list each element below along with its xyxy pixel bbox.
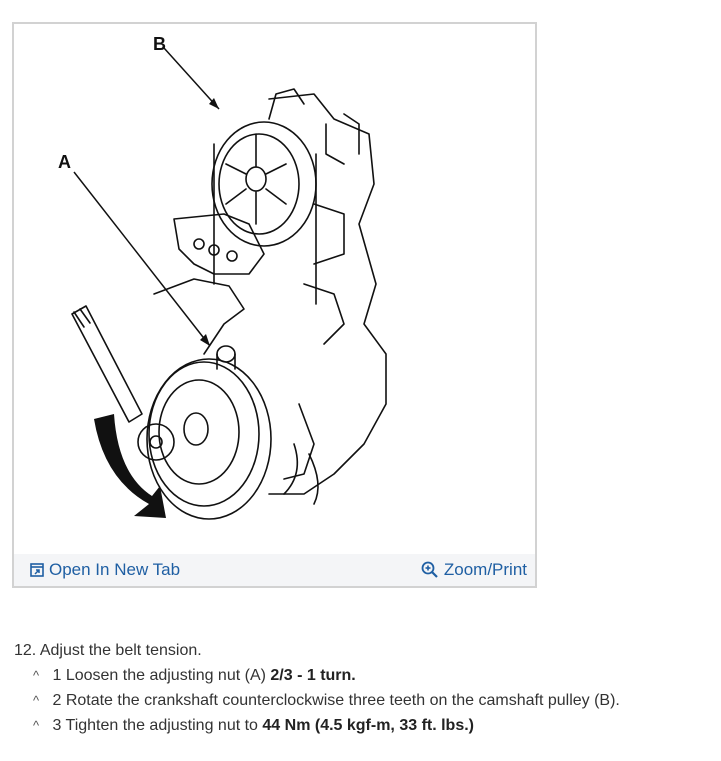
substep: ^ 1 Loosen the adjusting nut (A) 2/3 - 1… (14, 663, 714, 688)
substep-text: Tighten the adjusting nut to (65, 717, 263, 734)
substep-text: Loosen the adjusting nut (A) (65, 667, 271, 684)
step-title-row: 12. Adjust the belt tension. (14, 639, 714, 663)
step-title: Adjust the belt tension. (39, 642, 202, 659)
zoom-in-icon (421, 561, 439, 579)
instructions: 12. Adjust the belt tension. ^ 1 Loosen … (14, 639, 714, 738)
figure-actions-bar: Open In New Tab Zoom/Print (14, 554, 535, 586)
open-new-tab-icon (30, 563, 44, 577)
substep-number: 2 (52, 692, 62, 709)
substep-spec: 2/3 - 1 turn. (270, 667, 356, 684)
zoom-print-button[interactable]: Zoom/Print (421, 560, 527, 580)
figure-frame: B A Open In New Tab Z (12, 22, 537, 588)
substep-text: Rotate the crankshaft counterclockwise t… (65, 692, 620, 709)
substep-number: 1 (52, 667, 62, 684)
zoom-print-label: Zoom/Print (443, 560, 527, 579)
substep-spec: 44 Nm (4.5 kgf-m, 33 ft. lbs.) (262, 717, 474, 734)
caret-icon: ^ (33, 693, 40, 708)
substep: ^ 3 Tighten the adjusting nut to 44 Nm (… (14, 713, 714, 738)
caret-icon: ^ (33, 718, 40, 733)
caret-icon: ^ (33, 668, 40, 683)
open-new-tab-button[interactable]: Open In New Tab (30, 560, 180, 580)
open-new-tab-label: Open In New Tab (49, 560, 181, 579)
callout-b: B (153, 34, 166, 54)
step-number: 12. (14, 642, 37, 659)
substep-number: 3 (52, 717, 62, 734)
engine-belt-diagram: B A (58, 34, 387, 520)
substep: ^ 2 Rotate the crankshaft counterclockwi… (14, 688, 714, 713)
callout-a: A (58, 152, 71, 172)
